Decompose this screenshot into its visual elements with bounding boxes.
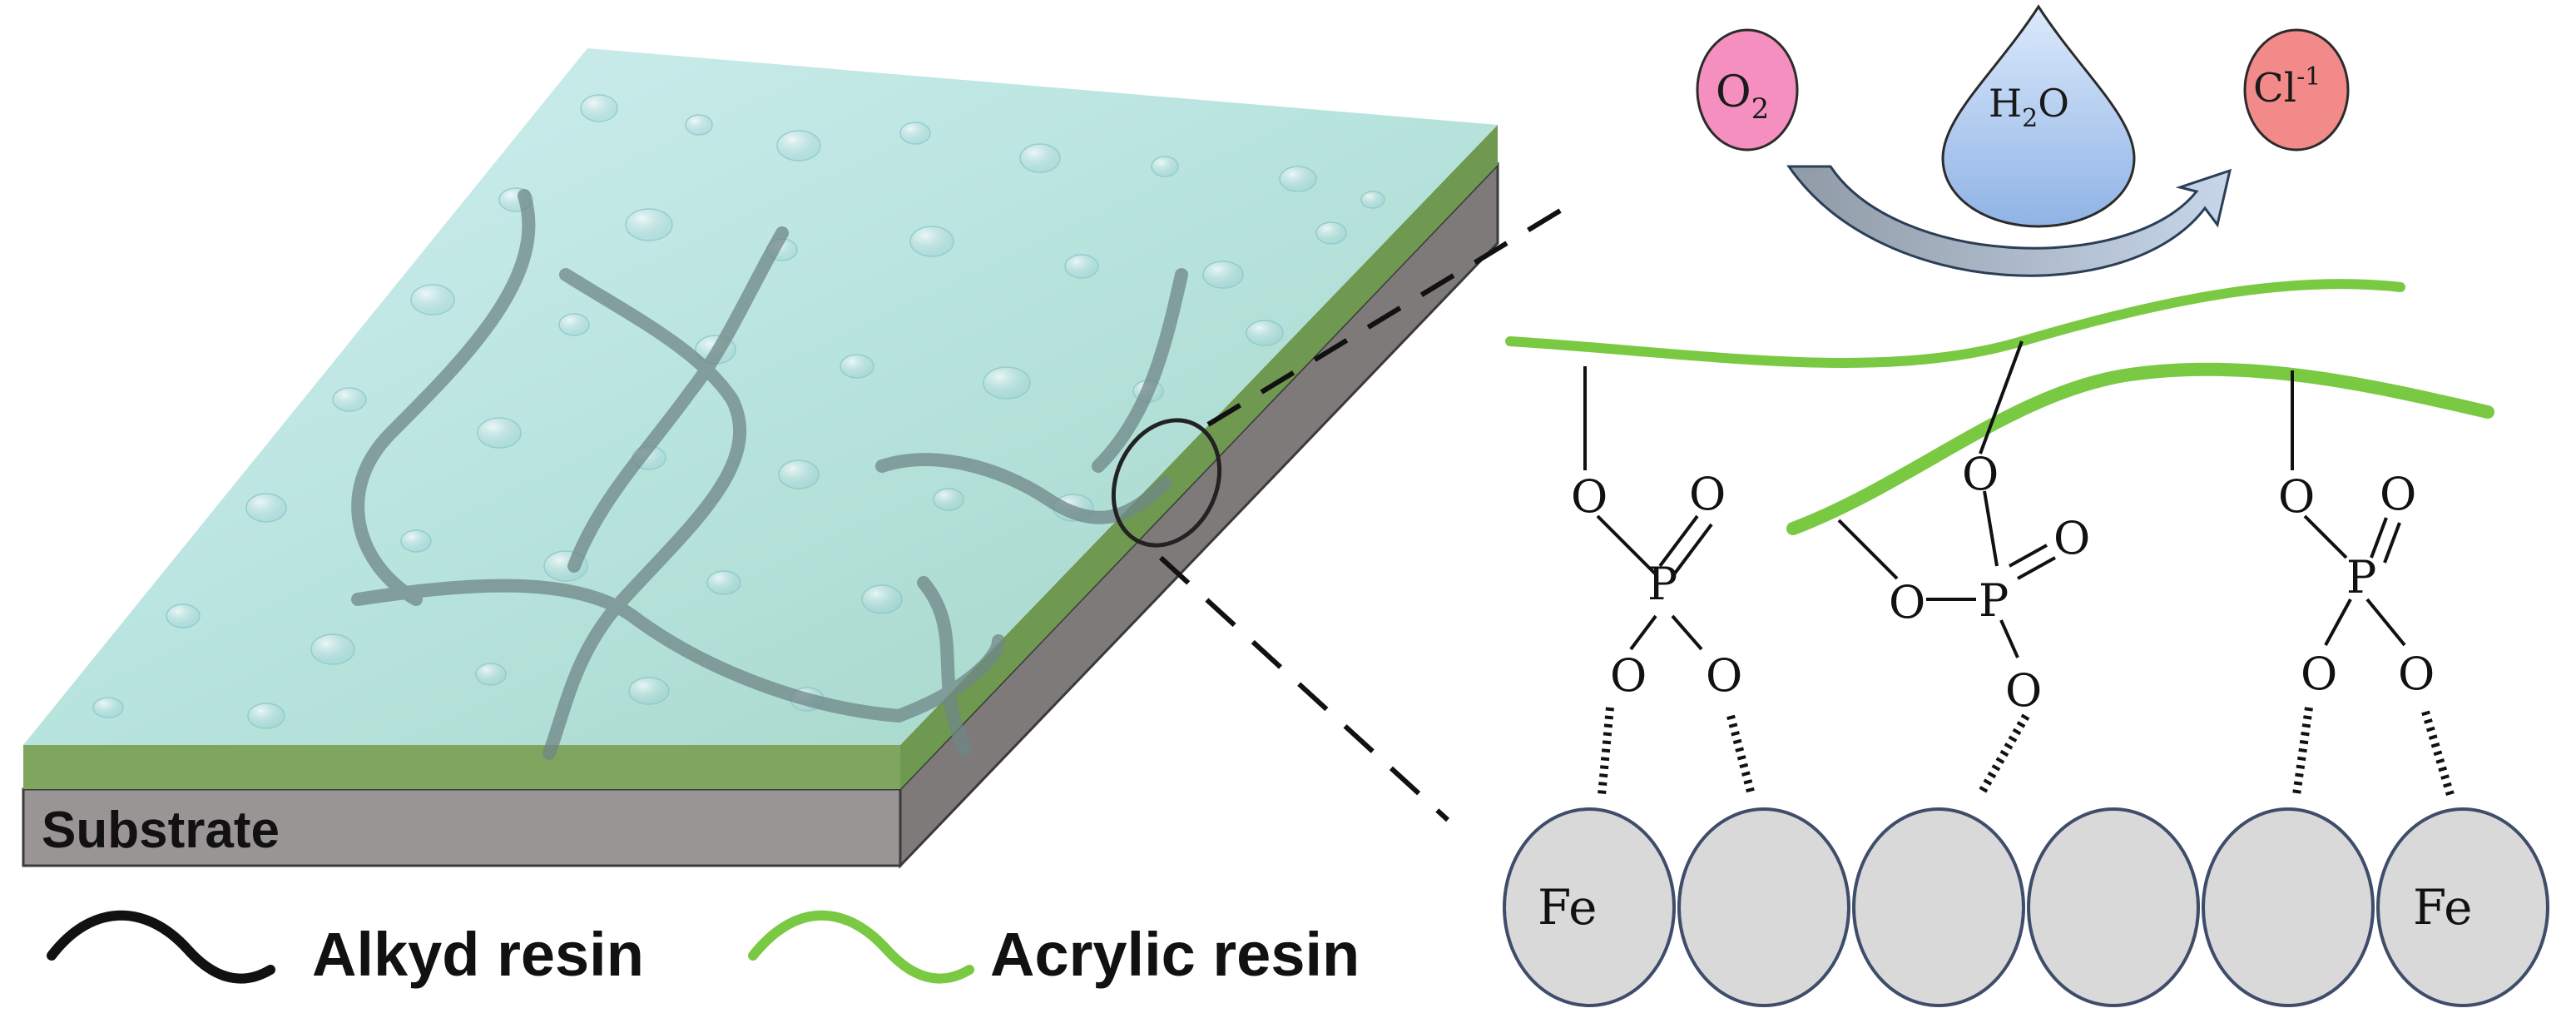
corrosive-species: O2 H2O Cl-1 xyxy=(1696,4,2350,277)
acrylic-chain-lower xyxy=(1786,362,2494,535)
coating-top-surface xyxy=(23,48,1498,745)
water-o: O xyxy=(2038,81,2069,126)
legend-alkyd-swatch xyxy=(47,910,275,984)
atom-o: O xyxy=(2278,470,2315,523)
coated-substrate-illustration: Substrate xyxy=(22,48,1583,869)
iron-label-right: Fe xyxy=(2413,879,2472,936)
atom-p: P xyxy=(1647,558,1677,610)
atom-o: O xyxy=(1962,448,1999,500)
iron-atom xyxy=(2376,807,2549,1007)
atom-labels: O O P O O O O O P O O O P O O xyxy=(1571,448,2435,717)
zoom-region-ellipse xyxy=(1111,418,1222,548)
chloride-bubble: Cl-1 xyxy=(2243,28,2350,151)
atom-o: O xyxy=(1571,470,1608,523)
atom-o: O xyxy=(2380,468,2416,520)
atom-o: O xyxy=(2053,512,2090,564)
svg-text:H2O: H2O xyxy=(1989,81,2069,133)
atom-o: O xyxy=(1610,649,1647,702)
zoom-line-lower xyxy=(1158,555,1450,822)
iron-atom xyxy=(1677,807,1850,1007)
oxygen-subscript: 2 xyxy=(1751,92,1770,126)
iron-atom xyxy=(1852,807,2025,1007)
embedded-alkyd-chains xyxy=(351,189,1188,760)
chloride-symbol: Cl xyxy=(2253,65,2296,112)
iron-atom xyxy=(2027,807,2200,1007)
iron-atom xyxy=(2202,807,2375,1007)
acrylic-chains xyxy=(1505,279,2494,535)
water-subscript: 2 xyxy=(2022,104,2038,133)
oxygen-bubble: O2 xyxy=(1696,28,1799,151)
phosphate-bonds xyxy=(1583,340,2406,658)
svg-text:Cl-1: Cl-1 xyxy=(2253,62,2321,112)
zoom-line-upper xyxy=(1206,196,1583,427)
iron-atom xyxy=(1503,807,1676,1007)
substrate-label: Substrate xyxy=(42,802,280,859)
water-drop: H2O xyxy=(1941,4,2136,228)
deflection-arrow xyxy=(1786,165,2232,277)
oxygen-symbol: O xyxy=(1716,67,1751,117)
coating-front-edge xyxy=(23,745,900,789)
atom-o: O xyxy=(1689,468,1726,520)
atom-o: O xyxy=(2301,648,2337,700)
atom-p: P xyxy=(2346,551,2376,603)
iron-atoms xyxy=(1503,807,2549,1007)
coating-side-edge xyxy=(900,125,1498,789)
legend-alkyd-label: Alkyd resin xyxy=(312,920,644,989)
atom-o: O xyxy=(1889,576,1925,628)
atom-o: O xyxy=(2005,664,2042,717)
atom-o: O xyxy=(1706,649,1742,702)
iron-coordination-bonds xyxy=(1598,707,2455,797)
atom-o: O xyxy=(2398,648,2435,700)
atom-p: P xyxy=(1979,574,2009,627)
water-h: H xyxy=(1989,81,2022,126)
chloride-superscript: -1 xyxy=(2296,62,2321,92)
legend: Alkyd resin Acrylic resin xyxy=(47,910,1360,989)
legend-acrylic-label: Acrylic resin xyxy=(990,920,1360,989)
water-droplet-texture xyxy=(92,94,1385,729)
acrylic-chain-upper xyxy=(1505,279,2405,368)
legend-acrylic-swatch xyxy=(748,910,974,984)
iron-label-left: Fe xyxy=(1538,879,1597,936)
svg-text:O2: O2 xyxy=(1716,67,1769,126)
